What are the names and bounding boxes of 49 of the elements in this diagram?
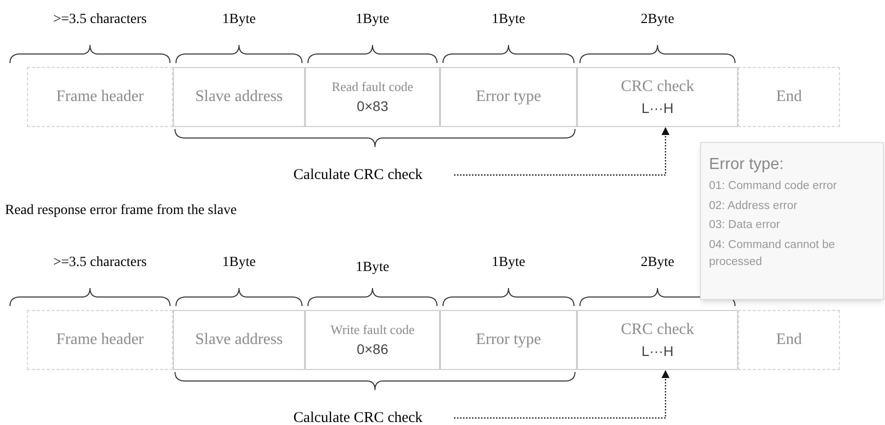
frame-field (738, 310, 840, 370)
size-label: 1Byte (222, 254, 256, 272)
legend-panel (700, 142, 884, 300)
field-value: 0×83 (356, 98, 388, 116)
field-value: L···H (642, 342, 674, 360)
frame-field (173, 67, 305, 127)
field-name: Frame header (56, 87, 144, 107)
frame-field (305, 67, 440, 127)
field-name: Slave address (195, 87, 283, 107)
legend-item: 04: Command cannot be processed (709, 238, 836, 270)
frame-field (440, 310, 577, 370)
legend-item: 03: Data error (709, 218, 780, 234)
field-name: Frame header (56, 330, 144, 350)
arrow (454, 127, 670, 176)
legend-item: 01: Command code error (709, 179, 837, 194)
field-name: CRC check (620, 76, 694, 97)
size-label: 1Byte (222, 11, 256, 29)
legend-item: 02: Address error (709, 198, 798, 214)
size-label: 2Byte (640, 254, 674, 272)
section-title: Read response error frame from the slave (5, 202, 237, 220)
size-label: 1Byte (356, 11, 390, 29)
field-name: End (776, 87, 802, 107)
frame-field (577, 310, 738, 370)
field-value: L···H (642, 100, 674, 118)
note-text: Calculate CRC check (293, 408, 423, 425)
frame-field (440, 67, 577, 127)
size-label: >=3.5 characters (53, 254, 147, 272)
field-name: End (776, 330, 802, 350)
field-name: CRC check (620, 320, 694, 340)
size-label: 1Byte (492, 11, 526, 29)
field-name: Error type (476, 87, 542, 107)
field-name: Error type (476, 330, 542, 350)
field-name: Slave address (195, 330, 283, 350)
arrow (454, 370, 670, 419)
field-name: Read fault code (332, 78, 414, 95)
frame-field (27, 310, 173, 370)
frame-field (738, 67, 840, 127)
frame-field (27, 67, 173, 127)
size-label: 1Byte (356, 259, 390, 277)
frame-field (173, 310, 305, 370)
size-label: 1Byte (492, 254, 526, 272)
legend-title: Error type: (709, 155, 784, 175)
size-label: 2Byte (640, 11, 674, 29)
frame-field (305, 310, 440, 370)
field-value: 0×86 (356, 340, 388, 358)
field-name: Write fault code (330, 322, 414, 338)
frame-field (577, 67, 738, 127)
size-label: >=3.5 characters (53, 11, 147, 29)
note-text: Calculate CRC check (293, 166, 423, 185)
